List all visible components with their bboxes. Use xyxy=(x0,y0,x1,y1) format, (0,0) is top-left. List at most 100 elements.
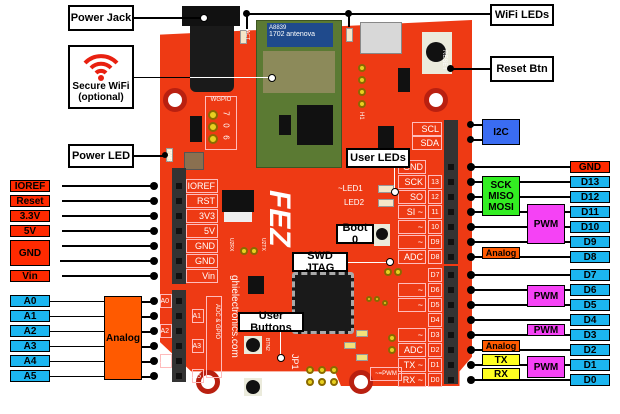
pin-silk: A3 xyxy=(192,339,204,353)
analog-pin-label: A3 xyxy=(10,340,50,352)
leader-dot xyxy=(150,297,158,305)
pwm-tag-d5-d6: PWM xyxy=(527,285,565,307)
pin-num: D9 xyxy=(428,235,442,249)
digital-pin-label: D7 xyxy=(570,269,610,281)
pin-silk: 3V3 xyxy=(186,209,218,223)
leader-dot xyxy=(150,182,158,190)
boot0-button[interactable] xyxy=(376,228,388,240)
analog-tag-d2: Analog xyxy=(482,340,520,352)
header-pin xyxy=(176,373,182,379)
digital-pin-label: D1 xyxy=(570,359,610,371)
module-chip-small xyxy=(279,115,291,135)
pin-silk: ~ xyxy=(398,328,426,342)
pin-silk: RX ~ xyxy=(398,373,426,387)
digital-pin-label: D13 xyxy=(570,176,610,188)
jp1-pad xyxy=(330,378,338,386)
header-pin xyxy=(448,194,454,200)
header-pin xyxy=(448,287,454,293)
test-pad xyxy=(366,296,372,302)
power-pin-label: IOREF xyxy=(10,180,50,192)
adc-gpio-silk-text: ADC & GPIO xyxy=(214,304,220,340)
jp1-pad xyxy=(318,378,326,386)
leader-line xyxy=(471,241,570,243)
leader-dot xyxy=(150,357,158,365)
u2rx-silk: U2RX xyxy=(228,238,234,252)
act-silk: ACT xyxy=(244,30,250,40)
leader-line xyxy=(471,226,570,228)
smd-led xyxy=(344,342,356,349)
analog-pin-label: A5 xyxy=(10,370,50,382)
leader-line xyxy=(50,361,104,362)
digital-pin-label: D6 xyxy=(570,284,610,296)
secure-wifi-callout: Secure WiFi (optional) xyxy=(68,45,134,109)
wgpio-pad xyxy=(208,122,218,132)
leader-dot xyxy=(150,197,158,205)
pin-silk: SO xyxy=(398,190,426,204)
leader-dot xyxy=(391,188,399,196)
pin-num: D0 xyxy=(428,373,442,387)
digital-pin-label: D0 xyxy=(570,374,610,386)
pin-silk: ~ xyxy=(398,235,426,249)
reset-button[interactable] xyxy=(426,42,446,62)
leader-line xyxy=(471,304,570,306)
leader-line xyxy=(471,274,570,276)
btn2[interactable] xyxy=(246,338,260,352)
diode xyxy=(190,116,202,142)
leader-dot xyxy=(467,136,474,143)
leader-dot xyxy=(277,354,285,362)
pin-silk: RST xyxy=(186,194,218,208)
h1-silk: H1 xyxy=(358,112,364,120)
header-pin xyxy=(448,209,454,215)
leader-dot xyxy=(150,312,158,320)
analog-tag-d8: Analog xyxy=(482,247,520,259)
header-pin xyxy=(448,239,454,245)
pb10-pad xyxy=(388,346,396,354)
power-jack xyxy=(182,6,240,26)
pin-silk: TX ~ xyxy=(398,358,426,372)
analog-pin-label: A2 xyxy=(10,325,50,337)
user-buttons-callout: User Buttons xyxy=(238,310,304,334)
left-analog-header xyxy=(172,290,186,382)
mount-hole xyxy=(349,370,373,394)
header-pin xyxy=(176,343,182,349)
pin-silk: ~ xyxy=(398,220,426,234)
pwm-tag-d3: PWM xyxy=(527,324,565,336)
pin-num: D6 xyxy=(428,283,442,297)
digital-pin-label: D4 xyxy=(570,314,610,326)
pin-num: D4 xyxy=(428,313,442,327)
power-jack-callout: Power Jack xyxy=(68,5,134,31)
header-pin xyxy=(176,313,182,319)
pwm-silk-tag: ~=PWM xyxy=(370,367,402,381)
header-pin xyxy=(448,317,454,323)
leader-dot xyxy=(150,372,158,380)
leader-line xyxy=(471,196,570,198)
header-pin xyxy=(176,328,182,334)
tx-tag: TX xyxy=(482,354,520,366)
left-power-header xyxy=(172,168,186,284)
pin-num: 10 xyxy=(428,220,442,234)
leader-line xyxy=(471,349,570,351)
header-pin xyxy=(176,358,182,364)
leader-line xyxy=(280,332,281,356)
pin-silk: GND xyxy=(186,239,218,253)
user-leds-callout: User LEDs xyxy=(346,148,410,168)
wgpio-block: WGPIO xyxy=(205,96,237,150)
leader-dot xyxy=(150,342,158,350)
digital-pin-label: D9 xyxy=(570,236,610,248)
pin-silk: 5V xyxy=(186,224,218,238)
digital-pin-label: GND xyxy=(570,161,610,173)
pin-num: 11 xyxy=(428,205,442,219)
jp1-pad xyxy=(330,366,338,374)
leader-line xyxy=(246,13,490,15)
leader-dot xyxy=(268,74,276,82)
led2[interactable] xyxy=(378,199,394,207)
h1-pad xyxy=(358,88,366,96)
leader-dot xyxy=(200,14,208,22)
leader-dot xyxy=(386,258,394,266)
leader-dot xyxy=(345,10,352,17)
leader-line xyxy=(348,13,350,27)
test-pad xyxy=(374,296,380,302)
btn1[interactable] xyxy=(246,380,260,394)
wgpio-pad xyxy=(208,110,218,120)
pin-silk: SCK xyxy=(398,175,426,189)
